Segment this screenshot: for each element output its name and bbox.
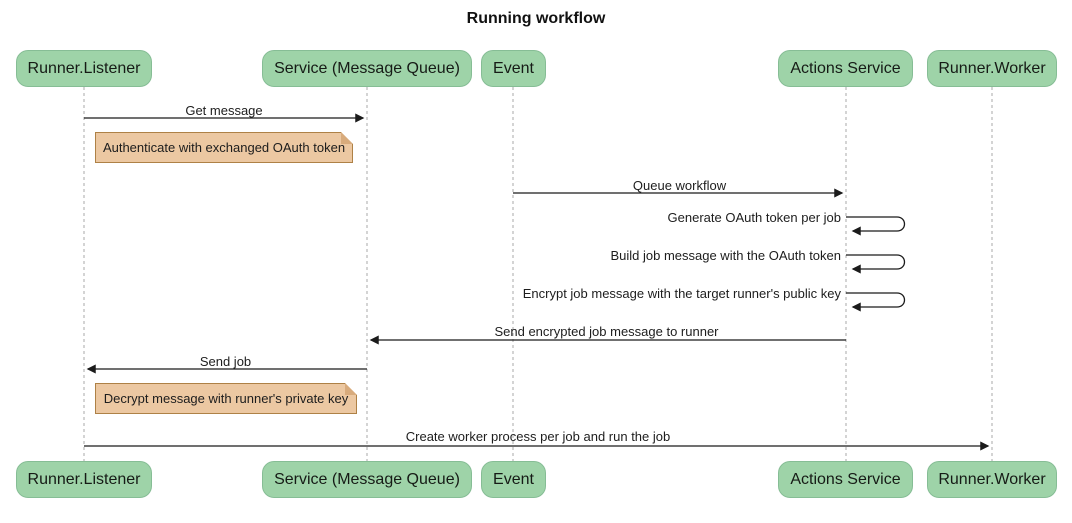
participant-label: Runner.Listener	[27, 59, 141, 77]
diagram-title: Running workflow	[466, 10, 606, 27]
participant-label: Runner.Worker	[938, 470, 1046, 488]
participant-actions-service-bottom: Actions Service	[778, 461, 913, 498]
self-message-arrow-generate-oauth-token	[846, 216, 906, 236]
participant-label: Runner.Listener	[27, 470, 141, 488]
message-label-queue-workflow: Queue workflow	[632, 178, 727, 193]
participant-label: Service (Message Queue)	[274, 470, 460, 488]
participant-actions-service-top: Actions Service	[778, 50, 913, 87]
participant-label: Event	[493, 59, 534, 77]
message-label-send-encrypted-job: Send encrypted job message to runner	[494, 324, 719, 339]
note-text: Decrypt message with runner's private ke…	[103, 391, 349, 406]
message-label-build-job-message: Build job message with the OAuth token	[610, 248, 841, 263]
participant-runner-worker-bottom: Runner.Worker	[927, 461, 1057, 498]
note-decrypt-message: Decrypt message with runner's private ke…	[95, 383, 357, 414]
note-text: Authenticate with exchanged OAuth token	[102, 140, 346, 155]
participant-runner-listener-bottom: Runner.Listener	[16, 461, 152, 498]
message-label-create-worker-process: Create worker process per job and run th…	[405, 429, 671, 444]
participant-service-message-queue-top: Service (Message Queue)	[262, 50, 472, 87]
message-label-encrypt-job-message: Encrypt job message with the target runn…	[522, 286, 841, 301]
participant-runner-listener-top: Runner.Listener	[16, 50, 152, 87]
participant-label: Event	[493, 470, 534, 488]
participant-label: Runner.Worker	[938, 59, 1046, 77]
self-message-arrow-build-job-message	[846, 254, 906, 274]
participant-event-top: Event	[481, 50, 546, 87]
self-message-arrow-encrypt-job-message	[846, 292, 906, 312]
participant-event-bottom: Event	[481, 461, 546, 498]
message-label-send-job: Send job	[199, 354, 252, 369]
participant-runner-worker-top: Runner.Worker	[927, 50, 1057, 87]
participant-label: Actions Service	[790, 59, 901, 77]
message-label-generate-oauth-token: Generate OAuth token per job	[667, 210, 841, 225]
participant-service-message-queue-bottom: Service (Message Queue)	[262, 461, 472, 498]
participant-label: Service (Message Queue)	[274, 59, 460, 77]
note-authenticate-oauth: Authenticate with exchanged OAuth token	[95, 132, 353, 163]
message-label-get-message: Get message	[185, 103, 263, 118]
participant-label: Actions Service	[790, 470, 901, 488]
